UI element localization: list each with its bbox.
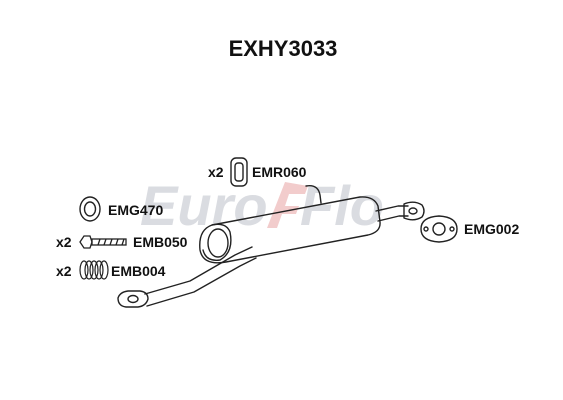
bolt-icon	[79, 235, 127, 249]
emb004-code: EMB004	[111, 263, 166, 279]
watermark-logo: Euro Flo	[140, 174, 384, 237]
spring-icon	[79, 260, 109, 280]
silencer-assembly	[117, 185, 425, 308]
gasket-ring-icon	[79, 196, 101, 222]
emb050-code: EMB050	[133, 234, 188, 250]
inlet-pipe	[144, 246, 253, 295]
rubber-hanger-icon	[230, 157, 248, 187]
watermark-accent-mark	[267, 182, 308, 228]
emr060-qty: x2	[208, 164, 224, 180]
front-flange	[117, 290, 149, 308]
emb050-qty: x2	[56, 234, 72, 250]
emb004-qty: x2	[56, 263, 72, 279]
page-title: EXHY3033	[229, 36, 338, 61]
flange-gasket-icon	[420, 215, 458, 243]
emr060-code: EMR060	[252, 164, 307, 180]
emg002-code: EMG002	[464, 221, 519, 237]
silencer-body	[199, 196, 381, 264]
hanger-bracket	[305, 185, 322, 204]
emg470-code: EMG470	[108, 202, 163, 218]
